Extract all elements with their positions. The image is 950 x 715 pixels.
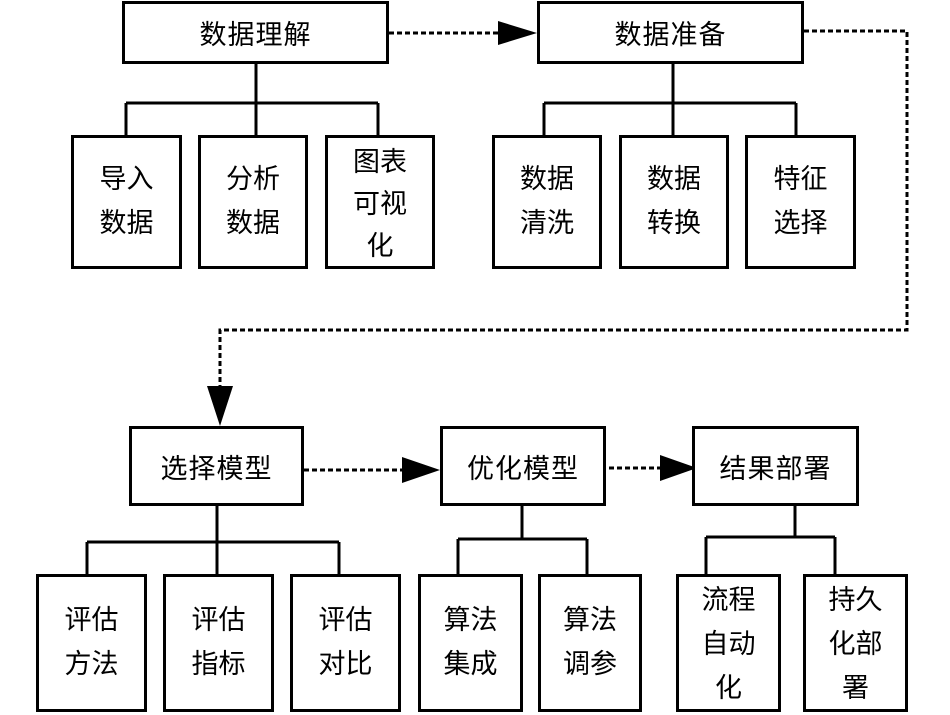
flow-arrowhead [402, 457, 440, 483]
stage-data-understanding: 数据理解 [122, 1, 389, 64]
substep-text: 图表 [353, 147, 407, 178]
stage-data-preparation: 数据准备 [537, 1, 804, 64]
substep-text: 算法 [563, 605, 617, 636]
stage-label: 优化模型 [467, 453, 579, 485]
substep-text: 持久 [828, 585, 883, 616]
substep-text: 化部 [828, 629, 883, 660]
substep-text: 特征 [773, 164, 828, 195]
substep-text: 评估 [191, 605, 246, 636]
stage-label: 结果部署 [719, 453, 832, 485]
substep-text: 数据 [647, 164, 701, 195]
flow-arrowhead [207, 386, 233, 426]
substep-text: 数据 [99, 208, 154, 239]
stage-result-deployment: 结果部署 [692, 426, 859, 506]
substep-box: 数据清洗 [492, 135, 602, 269]
stage-model-optimization: 优化模型 [440, 426, 606, 506]
substep-box: 流程自动化 [676, 574, 781, 712]
substep-text: 对比 [318, 649, 373, 680]
substep-text: 算法 [443, 605, 498, 636]
substep-box: 评估方法 [36, 574, 147, 712]
stage-model-selection: 选择模型 [129, 426, 304, 506]
substep-text: 分析 [226, 164, 280, 195]
flow-connector-line [218, 29, 909, 392]
substep-text: 评估 [64, 605, 119, 636]
substep-box: 分析数据 [198, 135, 308, 269]
substep-box: 数据转换 [619, 135, 729, 269]
stage-label: 数据准备 [614, 20, 727, 51]
substep-box: 特征选择 [745, 135, 856, 269]
substep-box: 评估指标 [163, 574, 274, 712]
flow-arrowhead [660, 455, 697, 481]
substep-text: 自动 [701, 629, 756, 660]
substep-text: 选择 [773, 208, 828, 239]
substep-text: 评估 [318, 605, 373, 636]
substep-text: 数据 [226, 208, 280, 239]
substep-text: 调参 [563, 649, 617, 680]
substep-box: 算法集成 [418, 574, 523, 712]
substep-text: 方法 [64, 649, 119, 680]
substep-box: 持久化部署 [803, 574, 908, 712]
substep-box: 导入数据 [71, 135, 182, 269]
substep-text: 转换 [647, 208, 701, 239]
flow-arrowhead [498, 21, 537, 45]
substep-text: 署 [842, 673, 869, 704]
substep-text: 可视 [353, 189, 407, 220]
stage-label: 数据理解 [199, 20, 312, 51]
substep-text: 导入 [99, 164, 154, 195]
substep-text: 集成 [443, 649, 498, 680]
substep-text: 数据 [520, 164, 574, 195]
substep-box: 图表可视化 [325, 135, 435, 269]
substep-text: 指标 [191, 649, 246, 680]
substep-box: 算法调参 [538, 574, 642, 712]
substep-text: 化 [715, 673, 742, 704]
substep-text: 流程 [701, 585, 756, 616]
substep-text: 清洗 [520, 208, 574, 239]
substep-text: 化 [366, 231, 394, 262]
stage-label: 选择模型 [160, 453, 273, 485]
substep-box: 评估对比 [290, 574, 401, 712]
